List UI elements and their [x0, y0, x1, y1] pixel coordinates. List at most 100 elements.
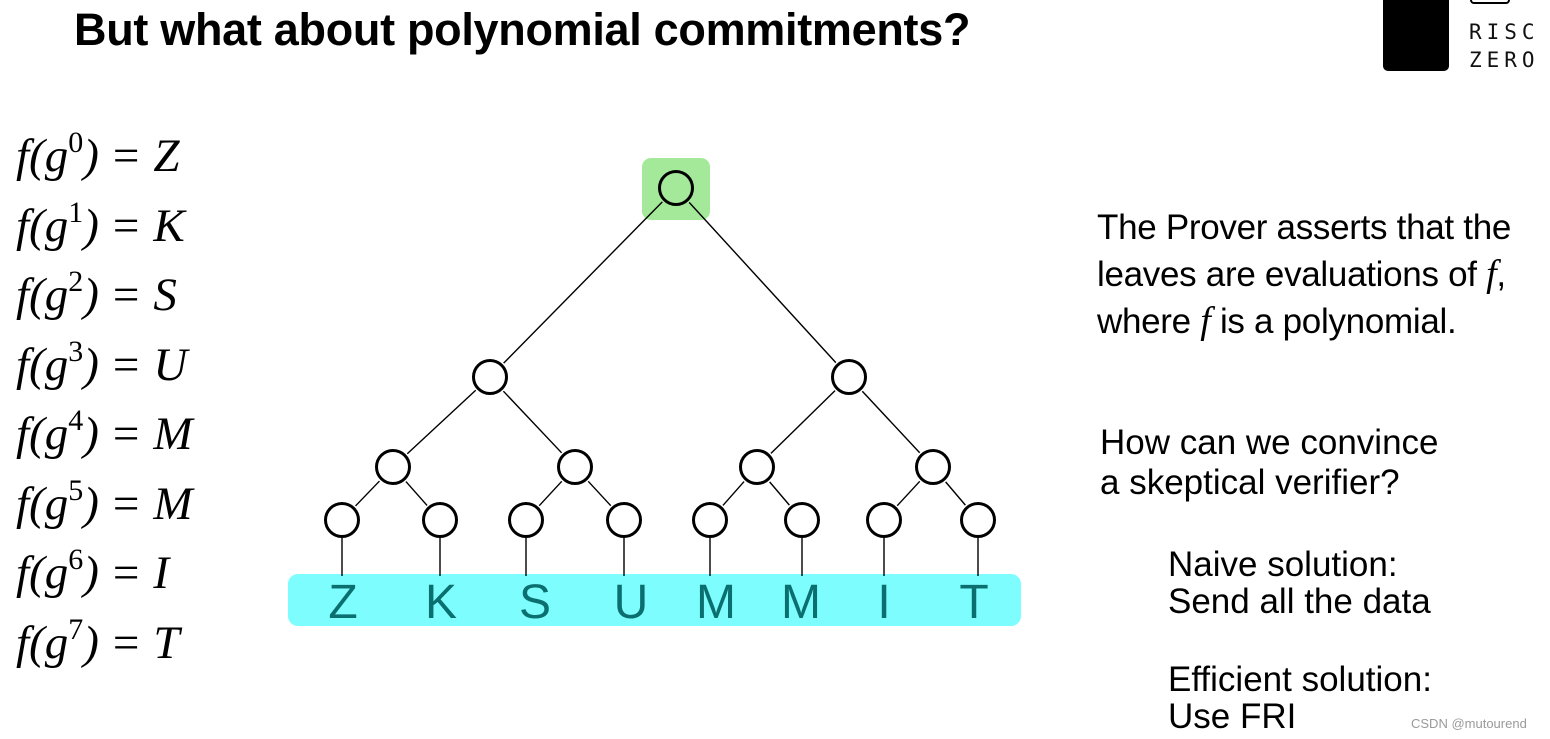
- tree-node: [472, 359, 508, 395]
- equation-row: f(g5)=M: [16, 470, 256, 540]
- tree-leaf-node: [866, 502, 902, 538]
- equals-sign: =: [112, 130, 140, 182]
- equation-exponent: 0: [68, 126, 84, 159]
- efficient-solution-heading: Efficient solution:: [1168, 660, 1432, 699]
- leaf-label: M: [781, 576, 821, 629]
- naive-solution: Naive solution: Send all the data: [1168, 546, 1528, 620]
- equation-function: f(g: [16, 269, 69, 321]
- leaf-label: Z: [328, 576, 357, 629]
- equation-function: f(g: [16, 199, 69, 252]
- root-highlight: [642, 158, 710, 220]
- leaf-label: I: [877, 576, 890, 629]
- equation-value: Z: [153, 130, 180, 182]
- prover-line-2: leaves are evaluations of f,: [1097, 251, 1547, 298]
- tree-leaf-node: [324, 502, 360, 538]
- tree-edge: [355, 480, 380, 507]
- naive-solution-body: Send all the data: [1168, 582, 1431, 621]
- verifier-question: How can we convince a skeptical verifier…: [1100, 423, 1530, 503]
- tree-edge: [405, 481, 428, 506]
- equals-sign: =: [112, 547, 140, 599]
- tree-node: [557, 449, 593, 485]
- equals-sign: =: [112, 616, 140, 669]
- equation-value: U: [153, 338, 188, 391]
- tree-node: [739, 449, 775, 485]
- logo-outline-mark: [1470, 0, 1510, 4]
- equation-close: ): [83, 616, 99, 669]
- equation-value: I: [153, 547, 170, 599]
- f-symbol: f: [1486, 253, 1497, 295]
- equation-value: T: [153, 616, 180, 669]
- tree-edge: [861, 390, 921, 454]
- equation-exponent: 3: [68, 334, 84, 368]
- equation-exponent: 7: [68, 612, 84, 646]
- equation-function: f(g: [16, 408, 69, 460]
- question-line-2: a skeptical verifier?: [1100, 463, 1400, 502]
- equals-sign: =: [112, 269, 140, 321]
- equation-row: f(g1)=K: [16, 192, 256, 262]
- equation-row: f(g3)=U: [16, 331, 256, 401]
- risc-zero-logo-mark: [1383, 0, 1449, 71]
- efficient-solution-body: Use FRI: [1168, 697, 1297, 736]
- naive-solution-heading: Naive solution:: [1168, 545, 1398, 584]
- equation-function: f(g: [16, 477, 69, 530]
- equation-row: f(g6)=I: [16, 539, 256, 609]
- equals-sign: =: [112, 199, 140, 252]
- tree-edge: [945, 481, 966, 506]
- equation-exponent: 1: [68, 195, 84, 229]
- f-symbol: f: [1200, 300, 1211, 342]
- tree-edge: [722, 481, 745, 506]
- watermark: CSDN @mutourend: [1411, 716, 1527, 731]
- equation-value: M: [153, 477, 193, 530]
- tree-edge: [406, 389, 477, 455]
- equation-row: f(g2)=S: [16, 261, 256, 331]
- leaf-label: M: [696, 576, 736, 629]
- tree-edge: [770, 390, 836, 454]
- leaf-label: U: [614, 576, 649, 629]
- efficient-solution: Efficient solution: Use FRI: [1168, 661, 1528, 735]
- equation-exponent: 5: [68, 473, 84, 507]
- tree-leaf-node: [508, 502, 544, 538]
- tree-node: [831, 359, 867, 395]
- equation-exponent: 6: [68, 543, 84, 576]
- equation-value: M: [153, 408, 193, 460]
- equation-row: f(g4)=M: [16, 400, 256, 470]
- question-line-1: How can we convince: [1100, 423, 1439, 462]
- equation-close: ): [83, 477, 99, 530]
- equation-close: ): [83, 408, 99, 460]
- equation-exponent: 2: [68, 265, 84, 298]
- prover-line-1: The Prover asserts that the: [1097, 208, 1512, 247]
- prover-line-3: where f is a polynomial.: [1097, 298, 1547, 345]
- equation-function: f(g: [16, 616, 69, 669]
- prover-assertion-text: The Prover asserts that the leaves are e…: [1097, 205, 1547, 345]
- tree-leaf-node: [606, 502, 642, 538]
- prover-line-2-comma: ,: [1496, 255, 1506, 294]
- tree-edge: [502, 390, 563, 454]
- leaf-label: S: [519, 576, 551, 629]
- equation-row: f(g0)=Z: [16, 122, 256, 192]
- equation-function: f(g: [16, 130, 69, 182]
- equals-sign: =: [112, 477, 140, 530]
- equation-function: f(g: [16, 338, 69, 391]
- tree-leaf-node: [784, 502, 820, 538]
- leaf-label: K: [425, 576, 457, 629]
- tree-edge: [769, 481, 790, 506]
- tree-edge: [688, 201, 837, 364]
- logo-text-zero: ZERO: [1469, 48, 1540, 72]
- equation-close: ): [83, 199, 99, 252]
- equation-close: ): [83, 547, 99, 599]
- equation-exponent: 4: [68, 404, 84, 437]
- leaf-label: T: [959, 576, 988, 629]
- equation-row: f(g7)=T: [16, 609, 256, 679]
- equation-value: S: [153, 269, 177, 321]
- tree-edge: [587, 480, 612, 507]
- tree-leaf-node: [692, 502, 728, 538]
- equals-sign: =: [112, 408, 140, 460]
- prover-line-3-tail: is a polynomial.: [1210, 302, 1457, 341]
- tree-root-node: [658, 170, 694, 206]
- equation-close: ): [83, 130, 99, 182]
- tree-node: [375, 449, 411, 485]
- leaf-highlight-band: [288, 574, 1021, 626]
- tree-node: [915, 449, 951, 485]
